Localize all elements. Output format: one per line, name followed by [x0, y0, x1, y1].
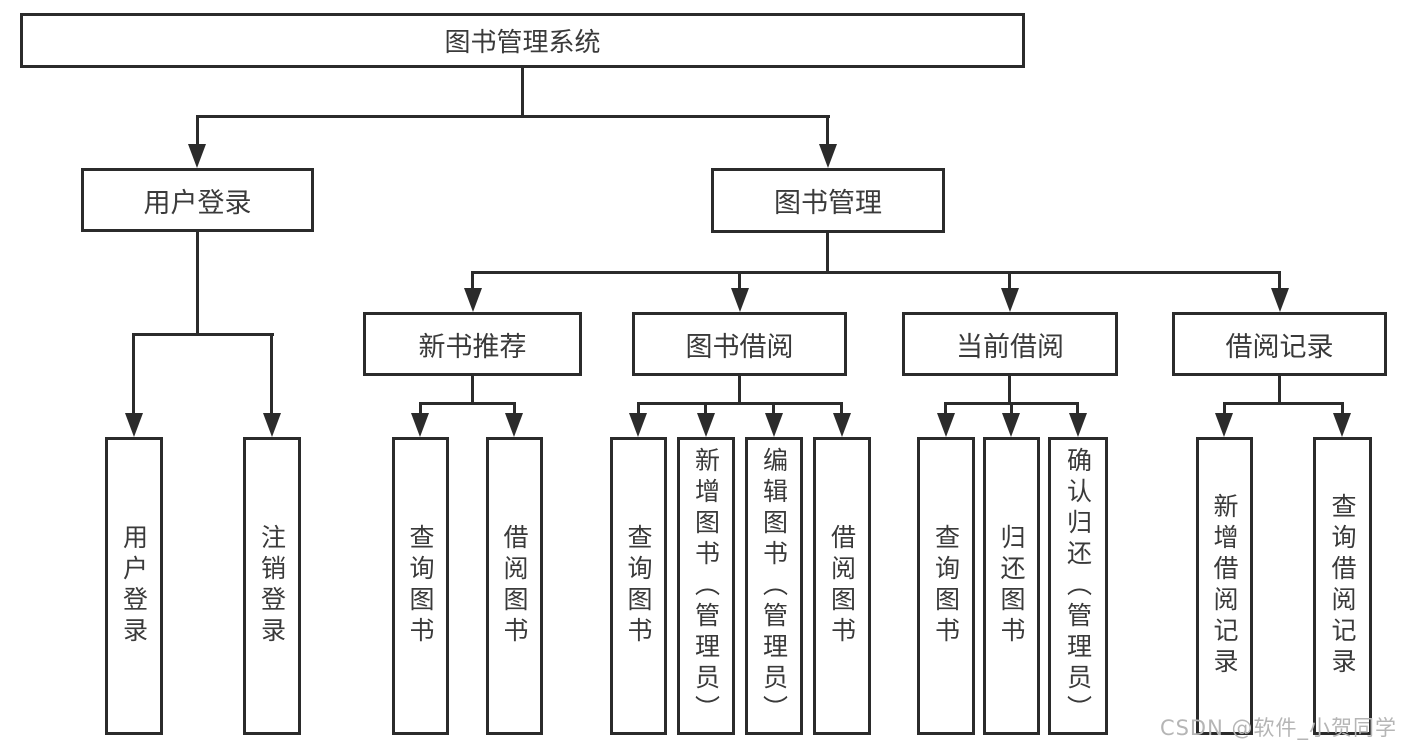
- connector-line: [840, 402, 843, 416]
- leaf-edit-books-admin-label: 编辑图书（管理员）: [759, 446, 789, 726]
- arrow-down: [505, 413, 523, 437]
- connector-line: [419, 402, 516, 405]
- node-borrow-records: 借阅记录: [1172, 312, 1387, 376]
- node-current-borrow-label: 当前借阅: [956, 331, 1064, 363]
- connector-line: [704, 402, 707, 416]
- arrow-down: [188, 144, 206, 168]
- leaf-query-books-label: 查询图书: [931, 524, 961, 648]
- node-borrow-records-label: 借阅记录: [1225, 331, 1334, 363]
- leaf-confirm-return-admin: 确认归还（管理员）: [1048, 437, 1108, 735]
- connector-line: [196, 115, 830, 118]
- leaf-logout-label: 注销登录: [257, 524, 287, 648]
- leaf-borrow-books-label: 借阅图书: [500, 524, 529, 648]
- connector-line: [196, 115, 199, 147]
- connector-line: [826, 115, 829, 147]
- connector-line: [196, 232, 199, 336]
- node-root-label: 图书管理系统: [444, 28, 601, 58]
- connector-line: [772, 402, 775, 416]
- connector-line: [132, 333, 274, 336]
- csdn-watermark: CSDN @软件_小贺同学: [1159, 716, 1397, 740]
- node-book-borrow: 图书借阅: [632, 312, 847, 376]
- arrow-down: [464, 288, 482, 312]
- leaf-borrow-books-label: 借阅图书: [827, 524, 857, 648]
- connector-line: [1278, 271, 1281, 293]
- leaf-query-books-label: 查询图书: [624, 524, 653, 648]
- leaf-query-borrow-record-label: 查询借阅记录: [1328, 493, 1357, 679]
- arrow-down: [1271, 288, 1289, 312]
- arrow-down: [697, 413, 715, 437]
- arrow-down: [411, 413, 429, 437]
- leaf-user-login: 用户登录: [105, 437, 163, 735]
- leaf-logout: 注销登录: [243, 437, 301, 735]
- node-user-login: 用户登录: [81, 168, 314, 232]
- arrow-down: [629, 413, 647, 437]
- leaf-add-books-admin-label: 新增图书（管理员）: [691, 446, 721, 726]
- node-new-book-recommend-label: 新书推荐: [418, 331, 527, 363]
- connector-line: [1008, 375, 1011, 404]
- connector-line: [944, 402, 947, 416]
- arrow-down: [1069, 413, 1087, 437]
- connector-line: [738, 271, 741, 293]
- leaf-add-borrow-record: 新增借阅记录: [1196, 437, 1253, 735]
- arrow-down: [765, 413, 783, 437]
- connector-line: [1223, 402, 1226, 416]
- connector-line: [471, 271, 1281, 274]
- node-book-mgmt: 图书管理: [711, 168, 945, 233]
- connector-line: [637, 402, 843, 405]
- connector-line: [471, 375, 474, 404]
- leaf-return-books-label: 归还图书: [997, 524, 1026, 648]
- arrow-down: [1001, 288, 1019, 312]
- arrow-down: [731, 288, 749, 312]
- arrow-down: [1333, 413, 1351, 437]
- connector-line: [419, 402, 422, 416]
- arrow-down: [1002, 413, 1020, 437]
- leaf-confirm-return-admin-label: 确认归还（管理员）: [1063, 446, 1093, 726]
- node-book-mgmt-label: 图书管理: [774, 188, 882, 219]
- connector-line: [1278, 375, 1281, 404]
- arrow-down: [819, 144, 837, 168]
- leaf-borrow-books: 借阅图书: [486, 437, 543, 735]
- connector-line: [132, 333, 135, 415]
- connector-line: [471, 271, 474, 293]
- arrow-down: [125, 413, 143, 437]
- node-root: 图书管理系统: [20, 13, 1025, 68]
- leaf-query-borrow-record: 查询借阅记录: [1313, 437, 1372, 735]
- leaf-return-books: 归还图书: [983, 437, 1040, 735]
- node-new-book-recommend: 新书推荐: [363, 312, 582, 376]
- connector-line: [1076, 402, 1079, 416]
- leaf-add-borrow-record-label: 新增借阅记录: [1210, 493, 1239, 679]
- leaf-borrow-books: 借阅图书: [813, 437, 871, 735]
- leaf-edit-books-admin: 编辑图书（管理员）: [745, 437, 803, 735]
- arrow-down: [937, 413, 955, 437]
- connector-line: [1008, 271, 1011, 293]
- connector-line: [270, 333, 273, 415]
- connector-line: [738, 375, 741, 404]
- connector-line: [1010, 402, 1013, 416]
- leaf-add-books-admin: 新增图书（管理员）: [677, 437, 735, 735]
- node-user-login-label: 用户登录: [143, 187, 252, 219]
- leaf-query-books: 查询图书: [917, 437, 975, 735]
- arrow-down: [833, 413, 851, 437]
- leaf-query-books-label: 查询图书: [406, 524, 435, 648]
- node-current-borrow: 当前借阅: [902, 312, 1118, 376]
- arrow-down: [263, 413, 281, 437]
- connector-line: [1223, 402, 1344, 405]
- leaf-query-books: 查询图书: [610, 437, 667, 735]
- leaf-user-login-label: 用户登录: [119, 524, 149, 648]
- leaf-query-books: 查询图书: [392, 437, 449, 735]
- node-book-borrow-label: 图书借阅: [685, 331, 794, 363]
- connector-line: [637, 402, 640, 416]
- connector-line: [521, 68, 524, 118]
- connector-line: [826, 233, 829, 274]
- arrow-down: [1215, 413, 1233, 437]
- connector-line: [513, 402, 516, 416]
- connector-line: [1341, 402, 1344, 416]
